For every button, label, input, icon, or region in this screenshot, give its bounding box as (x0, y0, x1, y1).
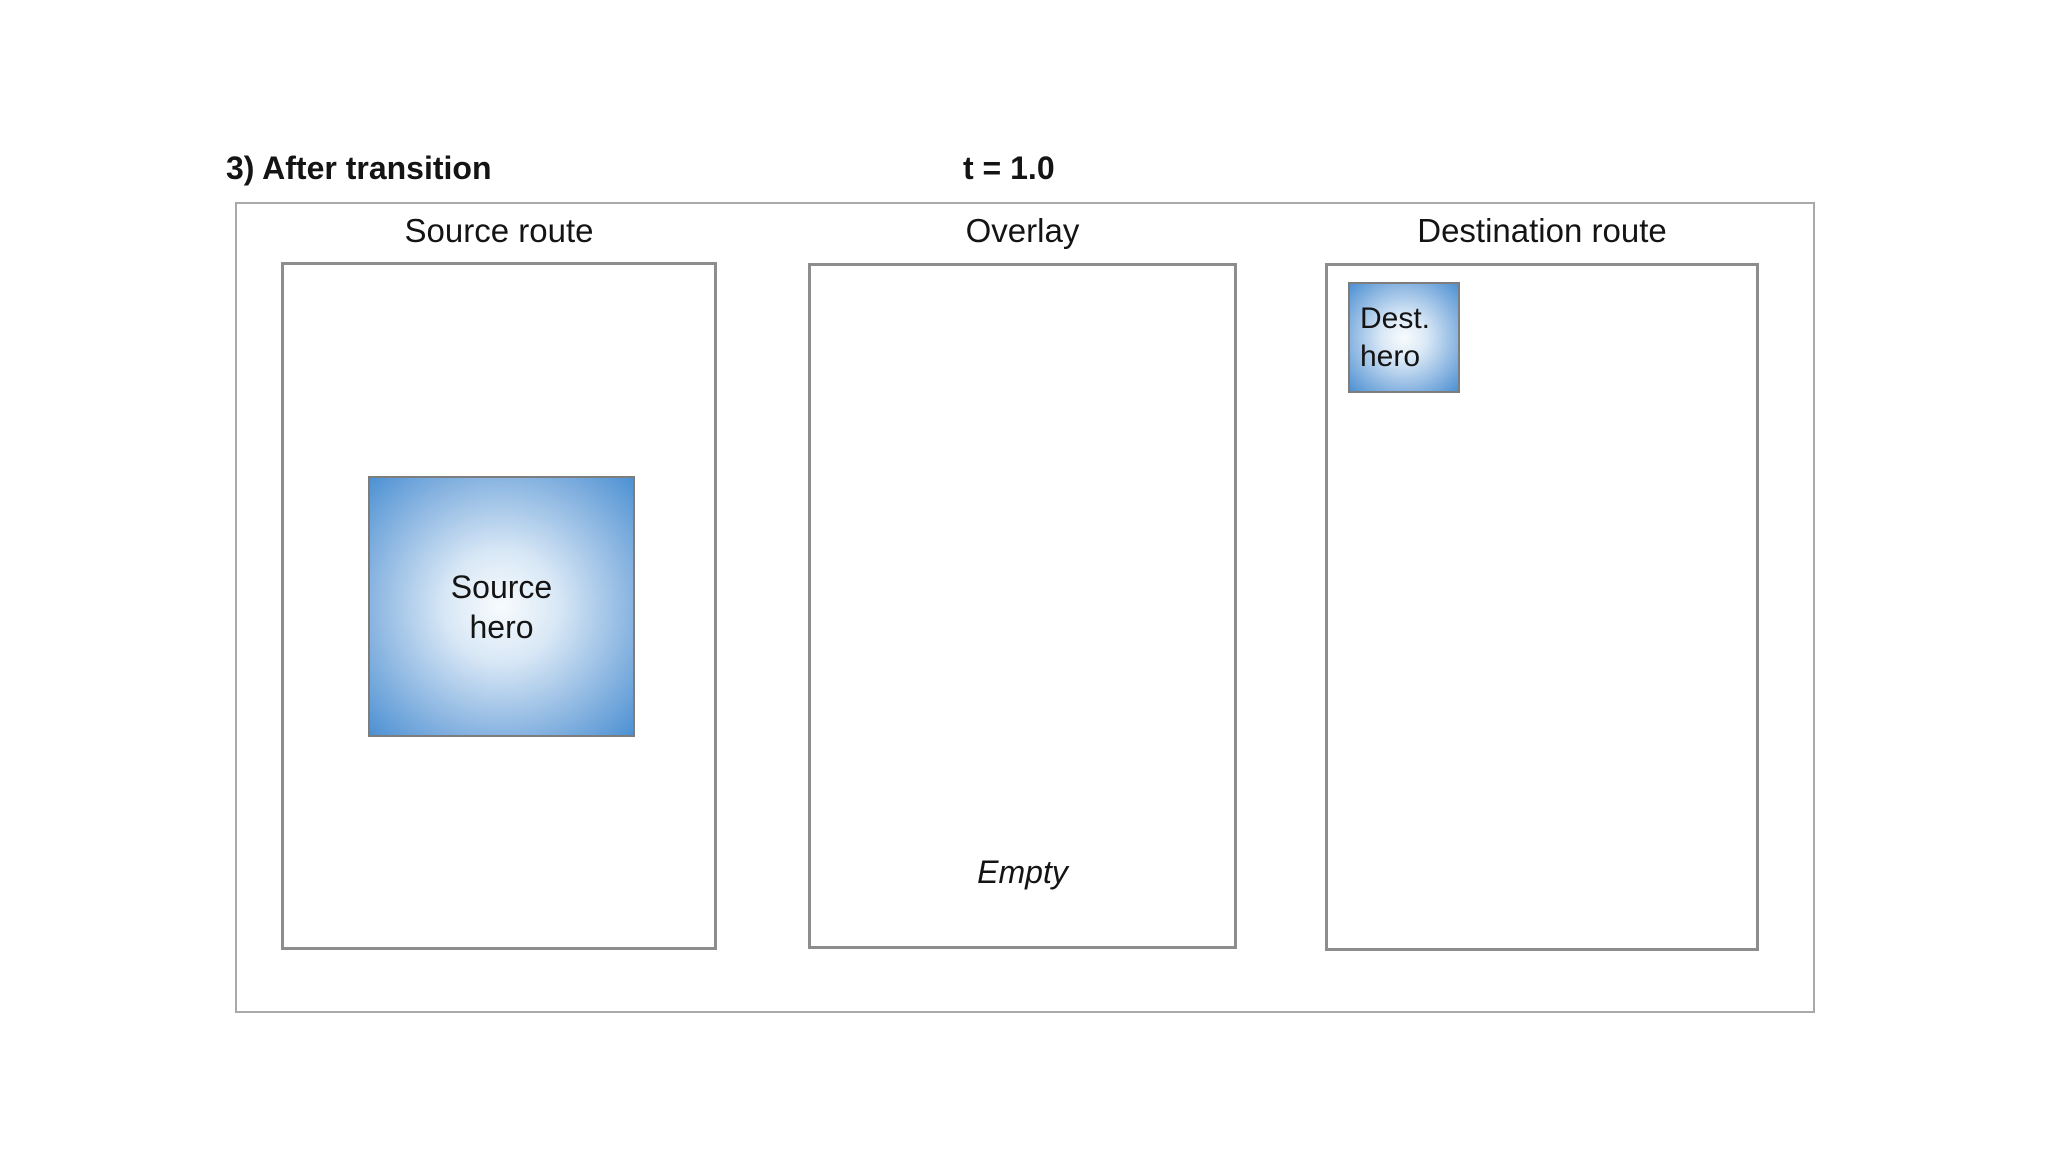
destination-route-label: Destination route (1417, 212, 1667, 249)
destination-hero-label-line1: Dest. (1360, 302, 1431, 335)
source-hero-box: Source hero (368, 476, 635, 737)
source-route-label: Source route (404, 212, 594, 249)
overlay-panel: Empty (808, 263, 1237, 949)
overlay-empty-status: Empty (977, 854, 1068, 890)
source-hero-label-line2: hero (469, 608, 534, 645)
destination-hero-label-line2: hero (1360, 339, 1421, 373)
source-route-panel: Source hero (281, 262, 717, 950)
source-hero-label-line1: Source (450, 568, 553, 605)
destination-hero-box: Dest. hero (1348, 282, 1460, 393)
overlay-label: Overlay (965, 212, 1080, 249)
stage-container: Source route Overlay Destination route S… (235, 202, 1815, 1013)
step-title: 3) After transition (226, 150, 492, 186)
time-indicator: t = 1.0 (963, 150, 1055, 186)
destination-route-panel: Dest. hero (1325, 263, 1759, 951)
